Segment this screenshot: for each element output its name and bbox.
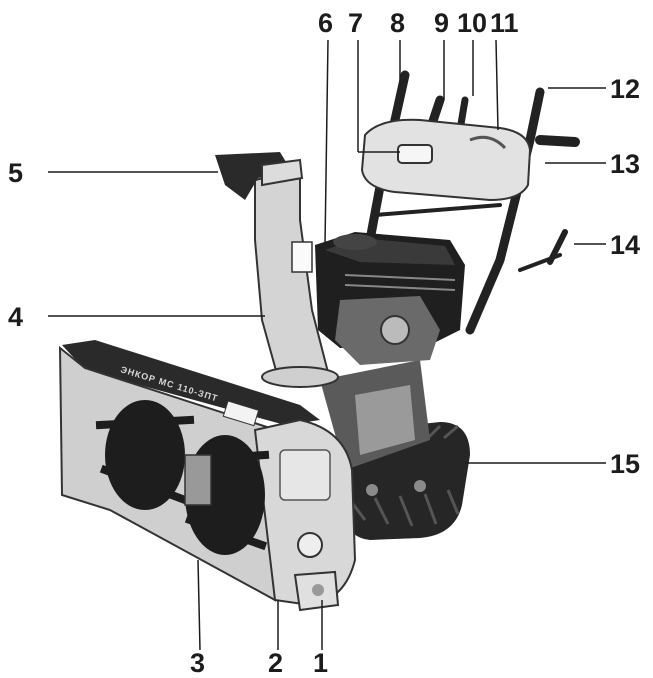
discharge-chute: [215, 152, 339, 388]
callout-1: 1: [313, 648, 329, 678]
skid-shoe: [293, 570, 340, 612]
auger: [95, 400, 270, 555]
frame: [320, 360, 430, 470]
engine: [315, 232, 465, 365]
callout-11: 11: [490, 8, 519, 38]
callout-3: 3: [190, 648, 206, 678]
callout-5: 5: [8, 158, 24, 188]
callout-10: 10: [457, 8, 488, 38]
callout-7: 7: [348, 8, 364, 38]
control-panel: [360, 118, 532, 202]
callout-8: 8: [390, 8, 406, 38]
callout-9: 9: [434, 8, 450, 38]
callout-13: 13: [610, 149, 641, 179]
callout-6: 6: [318, 8, 334, 38]
callout-4: 4: [8, 302, 24, 332]
leader-lines: [48, 39, 606, 651]
callout-12: 12: [610, 74, 641, 104]
callout-2: 2: [268, 648, 284, 678]
callout-14: 14: [610, 230, 641, 260]
callout-15: 15: [610, 449, 641, 479]
